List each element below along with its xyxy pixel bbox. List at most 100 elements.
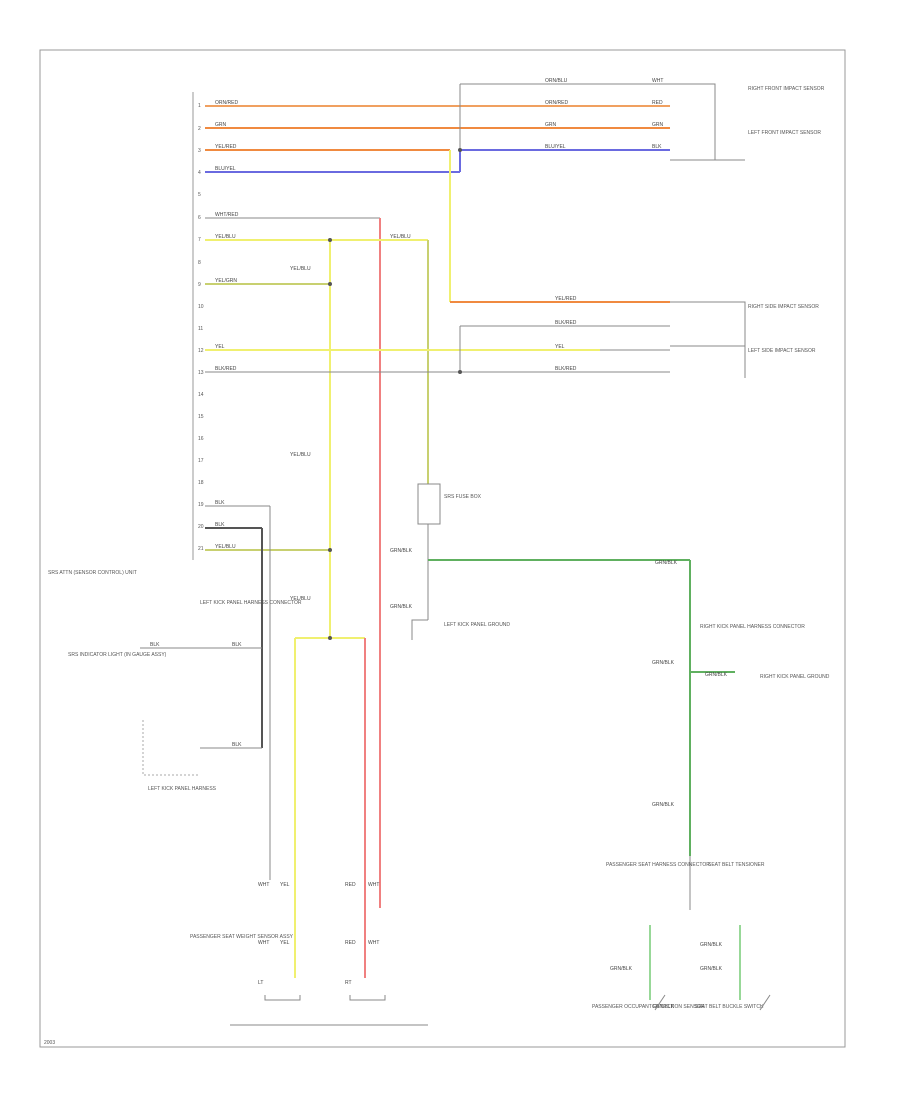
fuse-box-rect	[417, 483, 441, 525]
wire-label: YEL/RED	[555, 296, 577, 302]
pin-label: RT	[345, 980, 352, 986]
pin-number: 4	[198, 170, 201, 176]
splice-dot	[328, 548, 332, 552]
wire-label: YEL	[555, 344, 565, 350]
pin-number: 6	[198, 215, 201, 221]
harness-outline	[142, 720, 200, 776]
wire-label: GRN/BLK	[700, 942, 723, 948]
pin-label: WHT	[258, 940, 269, 946]
left-kick-ground-label: LEFT KICK PANEL GROUND	[444, 622, 510, 628]
switch-symbol	[759, 994, 771, 1011]
srs-fuse-box: SRS FUSE BOX	[417, 483, 482, 525]
pin-numbers: 1 2 3 4 5 6 7 8 9 10 11 12 13 14 15 16 1…	[198, 103, 204, 552]
pin-number: 9	[198, 282, 201, 288]
left-kick-harness-label: LEFT KICK PANEL HARNESS	[148, 786, 217, 792]
wire-label: GRN/BLK	[655, 560, 678, 566]
left-connectors: BLK BLK YEL/BLU BLK BLK BLK LEFT KICK PA…	[68, 500, 302, 880]
wire-label: BLK	[232, 642, 242, 648]
left-side-sensor-label: LEFT SIDE IMPACT SENSOR	[748, 348, 816, 354]
splice-dot	[328, 282, 332, 286]
ground-symbol	[411, 619, 428, 640]
wire-label: BLK/RED	[555, 320, 577, 326]
left-kick-connector-label: LEFT KICK PANEL HARNESS CONNECTOR	[200, 600, 302, 606]
wire-label: GRN/BLK	[652, 1004, 675, 1010]
wire-label: YEL	[215, 344, 225, 350]
wire-label: ORN/RED	[215, 100, 238, 106]
seatbelt-assembly: PASSENGER SEAT HARNESS CONNECTOR SEAT BE…	[592, 856, 771, 1011]
pin-number: 7	[198, 237, 201, 243]
pin-number: 16	[198, 436, 204, 442]
pin-label: RED	[345, 940, 356, 946]
wire-label: BLK/RED	[555, 366, 577, 372]
wire-label: BLK	[215, 522, 225, 528]
splice-dot	[458, 370, 462, 374]
seat-bracket-right	[349, 995, 386, 1001]
pin-label: WHT	[368, 940, 379, 946]
splice-dot	[458, 148, 462, 152]
pin-number: 13	[198, 370, 204, 376]
wire-label: YEL/BLU	[290, 266, 311, 272]
pin-number: 18	[198, 480, 204, 486]
pin-label: YEL	[280, 882, 290, 888]
wire-label: GRN/BLK	[652, 660, 675, 666]
wire-label: ORN/BLU	[545, 78, 568, 84]
wire-label: BLK	[652, 144, 662, 150]
pin-number: 14	[198, 392, 204, 398]
wire-label: BLK	[232, 742, 242, 748]
pin-number: 5	[198, 192, 201, 198]
wire-label: RED	[652, 100, 663, 106]
passenger-connector-label: PASSENGER SEAT HARNESS CONNECTOR	[606, 862, 710, 868]
seat-sensor-assembly: WHT YEL RED WHT WHT YEL RED WHT LT RT PA…	[190, 882, 428, 1026]
diagram-border	[39, 49, 846, 1048]
wire-label: WHT/RED	[215, 212, 239, 218]
splice-dot	[328, 238, 332, 242]
side-sensors: RIGHT SIDE IMPACT SENSOR LEFT SIDE IMPAC…	[555, 296, 819, 378]
wire-label: ORN/RED	[545, 100, 568, 106]
right-front-sensor-label: RIGHT FRONT IMPACT SENSOR	[748, 86, 825, 92]
wire-label: GRN/BLK	[610, 966, 633, 972]
pin-number: 21	[198, 546, 204, 552]
right-kick-ground-label: RIGHT KICK PANEL GROUND	[760, 674, 830, 680]
sensor-outline	[670, 83, 716, 161]
srs-indicator-label: SRS INDICATOR LIGHT (IN GAUGE ASSY)	[68, 652, 167, 658]
pin-label: WHT	[368, 882, 379, 888]
pin-label: RED	[345, 882, 356, 888]
splice-dot	[328, 636, 332, 640]
wire-label: YEL/BLU	[390, 234, 411, 240]
pin-number: 2	[198, 126, 201, 132]
wire-label: GRN/BLK	[705, 672, 728, 678]
seat-bracket-left	[264, 995, 301, 1001]
wire-label: YEL/BLU	[215, 544, 236, 550]
wire-label: BLK	[215, 500, 225, 506]
right-side-sensor-label: RIGHT SIDE IMPACT SENSOR	[748, 304, 819, 310]
wire-label: GRN/BLK	[700, 966, 723, 972]
wire-label: GRN	[652, 122, 664, 128]
wire-label: GRN/BLK	[390, 604, 413, 610]
wire-label: GRN/BLK	[390, 548, 413, 554]
pin-label: YEL	[280, 940, 290, 946]
passenger-weight-label: PASSENGER OCCUPANT DETECTION SENSOR	[592, 1004, 705, 1010]
left-front-sensor-label: LEFT FRONT IMPACT SENSOR	[748, 130, 821, 136]
pin-label: LT	[258, 980, 263, 986]
middle-wire-labels: WHT/RED YEL/BLU YEL/GRN YEL BLK/RED YEL/…	[215, 212, 411, 602]
wire-label: GRN/BLK	[652, 802, 675, 808]
switch-symbol	[654, 994, 666, 1011]
ground-wires: LEFT KICK PANEL GROUND GRN/BLK GRN/BLK G…	[390, 524, 830, 856]
pin-number: 3	[198, 148, 201, 154]
wire-label: YEL/BLU	[290, 596, 311, 602]
middle-wires	[205, 148, 670, 908]
wire-label: GRN	[545, 122, 557, 128]
pin-number: 17	[198, 458, 204, 464]
wire-label: GRN	[215, 122, 227, 128]
wire-label: WHT	[652, 78, 663, 84]
wire-label: YEL/BLU	[215, 234, 236, 240]
right-front-sensor: RIGHT FRONT IMPACT SENSOR LEFT FRONT IMP…	[670, 83, 825, 161]
seatbelt-conn-label: SEAT BELT TENSIONER	[708, 862, 765, 868]
page-number: 2003	[44, 1040, 55, 1046]
seat-assembly-label: PASSENGER SEAT WEIGHT SENSOR ASSY	[190, 934, 294, 940]
wire-label: BLK	[150, 642, 160, 648]
pin-number: 15	[198, 414, 204, 420]
pin-label: WHT	[258, 882, 269, 888]
